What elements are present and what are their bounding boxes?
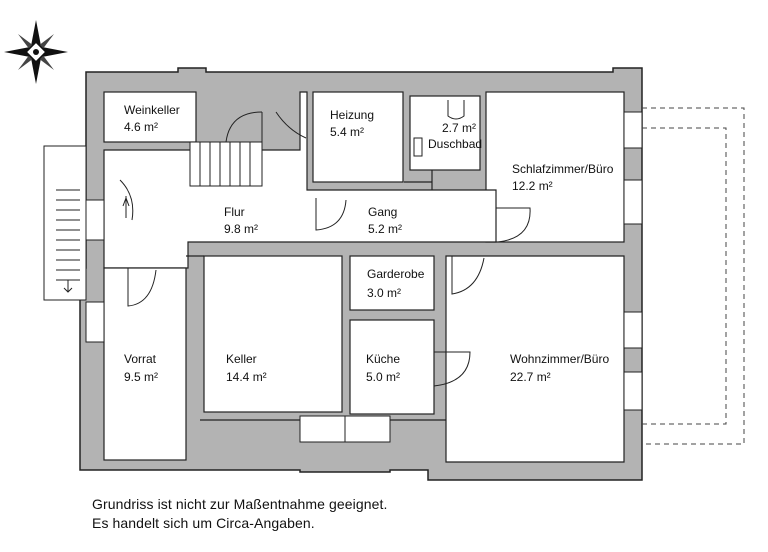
- doors: [119, 111, 531, 387]
- label-schlafzimmer-name: Schlafzimmer/Büro: [512, 162, 614, 176]
- label-wohnzimmer-area: 22.7 m²: [510, 370, 551, 384]
- disclaimer-line-1: Grundriss ist nicht zur Maßentnahme geei…: [92, 496, 388, 512]
- label-flur-area: 9.8 m²: [224, 222, 258, 236]
- room-heizung: [312, 91, 404, 183]
- terrace-outline: [642, 107, 745, 445]
- room-wohnzimmer: [445, 255, 625, 463]
- label-weinkeller-name: Weinkeller: [124, 103, 180, 117]
- room-schlafzimmer: [485, 91, 625, 243]
- stairs-exterior: [43, 145, 87, 301]
- label-duschbad-name: Duschbad: [428, 137, 482, 151]
- room-keller: [203, 255, 343, 413]
- room-kueche: [349, 319, 435, 415]
- room-garderobe: [349, 255, 435, 311]
- windows: [85, 111, 643, 443]
- shower-fixtures: [413, 100, 465, 157]
- label-kueche-area: 5.0 m²: [366, 370, 400, 384]
- label-kueche-name: Küche: [366, 352, 400, 366]
- label-keller-area: 14.4 m²: [226, 370, 267, 384]
- label-vorrat-area: 9.5 m²: [124, 370, 158, 384]
- floor-plan: Weinkeller 4.6 m² Heizung 5.4 m² 2.7 m² …: [4, 20, 745, 481]
- label-garderobe-name: Garderobe: [367, 267, 425, 281]
- room-weinkeller: [103, 91, 197, 143]
- label-garderobe-area: 3.0 m²: [367, 286, 401, 300]
- label-schlafzimmer-area: 12.2 m²: [512, 179, 553, 193]
- room-duschbad: [409, 95, 481, 171]
- label-keller-name: Keller: [226, 352, 257, 366]
- stairs-internal: [189, 141, 263, 187]
- label-gang-area: 5.2 m²: [368, 222, 402, 236]
- compass-rose-icon: [4, 20, 68, 84]
- label-heizung-name: Heizung: [330, 108, 374, 122]
- room-vorrat: [103, 267, 187, 461]
- label-weinkeller-area: 4.6 m²: [124, 120, 158, 134]
- label-wohnzimmer-name: Wohnzimmer/Büro: [510, 352, 609, 366]
- label-vorrat-name: Vorrat: [124, 352, 157, 366]
- label-flur-name: Flur: [224, 205, 245, 219]
- disclaimer-line-2: Es handelt sich um Circa-Angaben.: [92, 515, 315, 531]
- label-gang-name: Gang: [368, 205, 397, 219]
- label-heizung-area: 5.4 m²: [330, 125, 364, 139]
- label-duschbad-area: 2.7 m²: [442, 121, 476, 135]
